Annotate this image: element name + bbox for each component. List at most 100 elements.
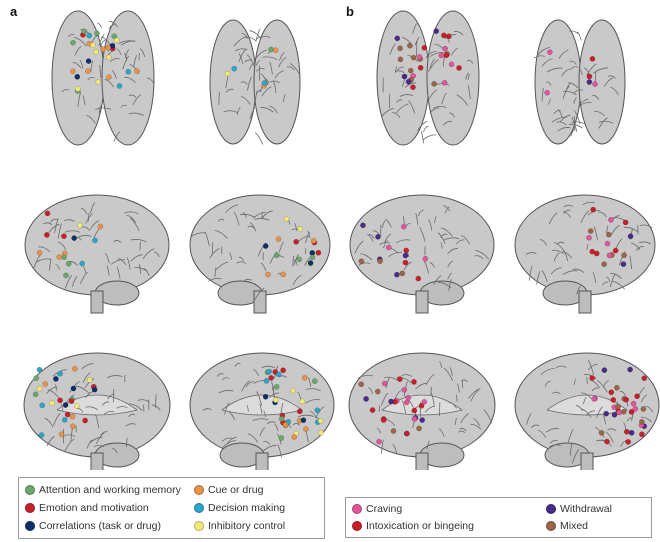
activation-dot bbox=[632, 405, 639, 412]
activation-dot bbox=[374, 388, 381, 395]
activation-dot bbox=[268, 375, 275, 381]
activation-dot bbox=[587, 228, 594, 234]
activation-dot bbox=[272, 47, 279, 54]
activation-dot bbox=[603, 410, 610, 417]
activation-dot bbox=[262, 393, 269, 400]
activation-dot bbox=[438, 52, 445, 59]
activation-dot bbox=[628, 429, 635, 436]
activation-dot bbox=[418, 402, 425, 409]
activation-dot bbox=[283, 216, 290, 222]
activation-dot bbox=[93, 48, 99, 55]
activation-dot bbox=[63, 272, 69, 279]
activation-dot bbox=[405, 78, 412, 85]
activation-dot bbox=[590, 206, 597, 213]
activation-dot bbox=[620, 261, 627, 267]
brain-lateral-view bbox=[514, 194, 656, 314]
activation-dot bbox=[605, 231, 612, 238]
activation-dot bbox=[615, 403, 621, 410]
activation-dot bbox=[363, 396, 369, 402]
activation-dot bbox=[261, 80, 268, 86]
activation-dot bbox=[360, 222, 366, 229]
activation-dot bbox=[623, 428, 630, 435]
brain-lateral-view bbox=[349, 194, 495, 314]
legend-dot-icon bbox=[546, 521, 556, 531]
legend-dot-icon bbox=[546, 504, 556, 514]
brain-medial-view bbox=[348, 352, 496, 470]
activation-dot bbox=[416, 425, 422, 432]
activation-dot bbox=[61, 254, 67, 261]
activation-dot bbox=[377, 258, 383, 264]
activation-dot bbox=[586, 234, 592, 241]
activation-dot bbox=[397, 376, 403, 382]
legend-dot-icon bbox=[194, 503, 204, 513]
activation-dot bbox=[628, 409, 635, 415]
legend-item: Craving bbox=[352, 503, 402, 515]
activation-dot bbox=[442, 45, 448, 52]
activation-dot bbox=[400, 223, 407, 230]
brain-dorsal-view bbox=[209, 19, 301, 145]
activation-dot bbox=[627, 233, 634, 240]
activation-dot bbox=[268, 46, 274, 53]
legend-item: Decision making bbox=[194, 502, 285, 514]
activation-dot bbox=[61, 233, 67, 240]
activation-dot bbox=[64, 411, 71, 418]
activation-dot bbox=[411, 379, 417, 385]
activation-dot bbox=[297, 226, 304, 232]
activation-dot bbox=[57, 370, 63, 377]
brain-dorsal-view bbox=[376, 10, 480, 146]
brain-lateral-view bbox=[189, 194, 331, 314]
activation-dot bbox=[69, 413, 76, 420]
activation-dot bbox=[231, 65, 238, 72]
activation-dot bbox=[601, 367, 608, 373]
activation-dot bbox=[604, 438, 610, 445]
activation-dot bbox=[39, 402, 46, 409]
activation-dot bbox=[598, 429, 605, 436]
activation-dot bbox=[36, 249, 43, 256]
activation-dot bbox=[57, 397, 63, 404]
legend-dot-icon bbox=[194, 521, 204, 531]
legend-item: Inhibitory control bbox=[194, 520, 285, 532]
activation-dot bbox=[403, 247, 410, 254]
activation-dot bbox=[116, 83, 123, 89]
activation-dot bbox=[589, 375, 596, 381]
activation-dot bbox=[74, 403, 80, 409]
activation-dot bbox=[623, 396, 630, 403]
activation-dot bbox=[92, 237, 98, 244]
activation-dot bbox=[266, 368, 273, 375]
brain-renderings bbox=[23, 10, 660, 470]
activation-dot bbox=[639, 418, 645, 425]
panel-label-b: b bbox=[346, 4, 354, 19]
activation-dot bbox=[402, 259, 409, 266]
brain-medial-view bbox=[189, 352, 335, 470]
activation-dot bbox=[404, 430, 410, 437]
activation-dot bbox=[273, 252, 280, 259]
activation-dot bbox=[399, 270, 406, 277]
legend-dot-icon bbox=[25, 485, 35, 495]
activation-dot bbox=[443, 52, 450, 59]
activation-dot bbox=[113, 37, 120, 44]
activation-dot bbox=[70, 385, 77, 392]
activation-dot bbox=[381, 380, 388, 387]
activation-dot bbox=[61, 416, 68, 423]
activation-dot bbox=[380, 417, 387, 423]
activation-dot bbox=[422, 255, 429, 262]
activation-dot bbox=[612, 247, 619, 254]
activation-dot bbox=[79, 260, 86, 267]
activation-dot bbox=[318, 429, 324, 436]
activation-dot bbox=[394, 35, 401, 42]
activation-dot bbox=[448, 61, 455, 68]
activation-dot bbox=[419, 417, 426, 423]
activation-dot bbox=[100, 46, 106, 52]
activation-dot bbox=[32, 391, 39, 398]
activation-dot bbox=[105, 44, 112, 51]
activation-dot bbox=[296, 256, 303, 263]
activation-dot bbox=[56, 254, 63, 260]
legend-item: Intoxication or bingeing bbox=[352, 520, 474, 532]
activation-dot bbox=[62, 402, 69, 408]
activation-dot bbox=[403, 399, 410, 406]
activation-dot bbox=[376, 438, 382, 445]
activation-dot bbox=[38, 432, 45, 438]
activation-dot bbox=[641, 375, 648, 382]
activation-dot bbox=[125, 68, 132, 75]
